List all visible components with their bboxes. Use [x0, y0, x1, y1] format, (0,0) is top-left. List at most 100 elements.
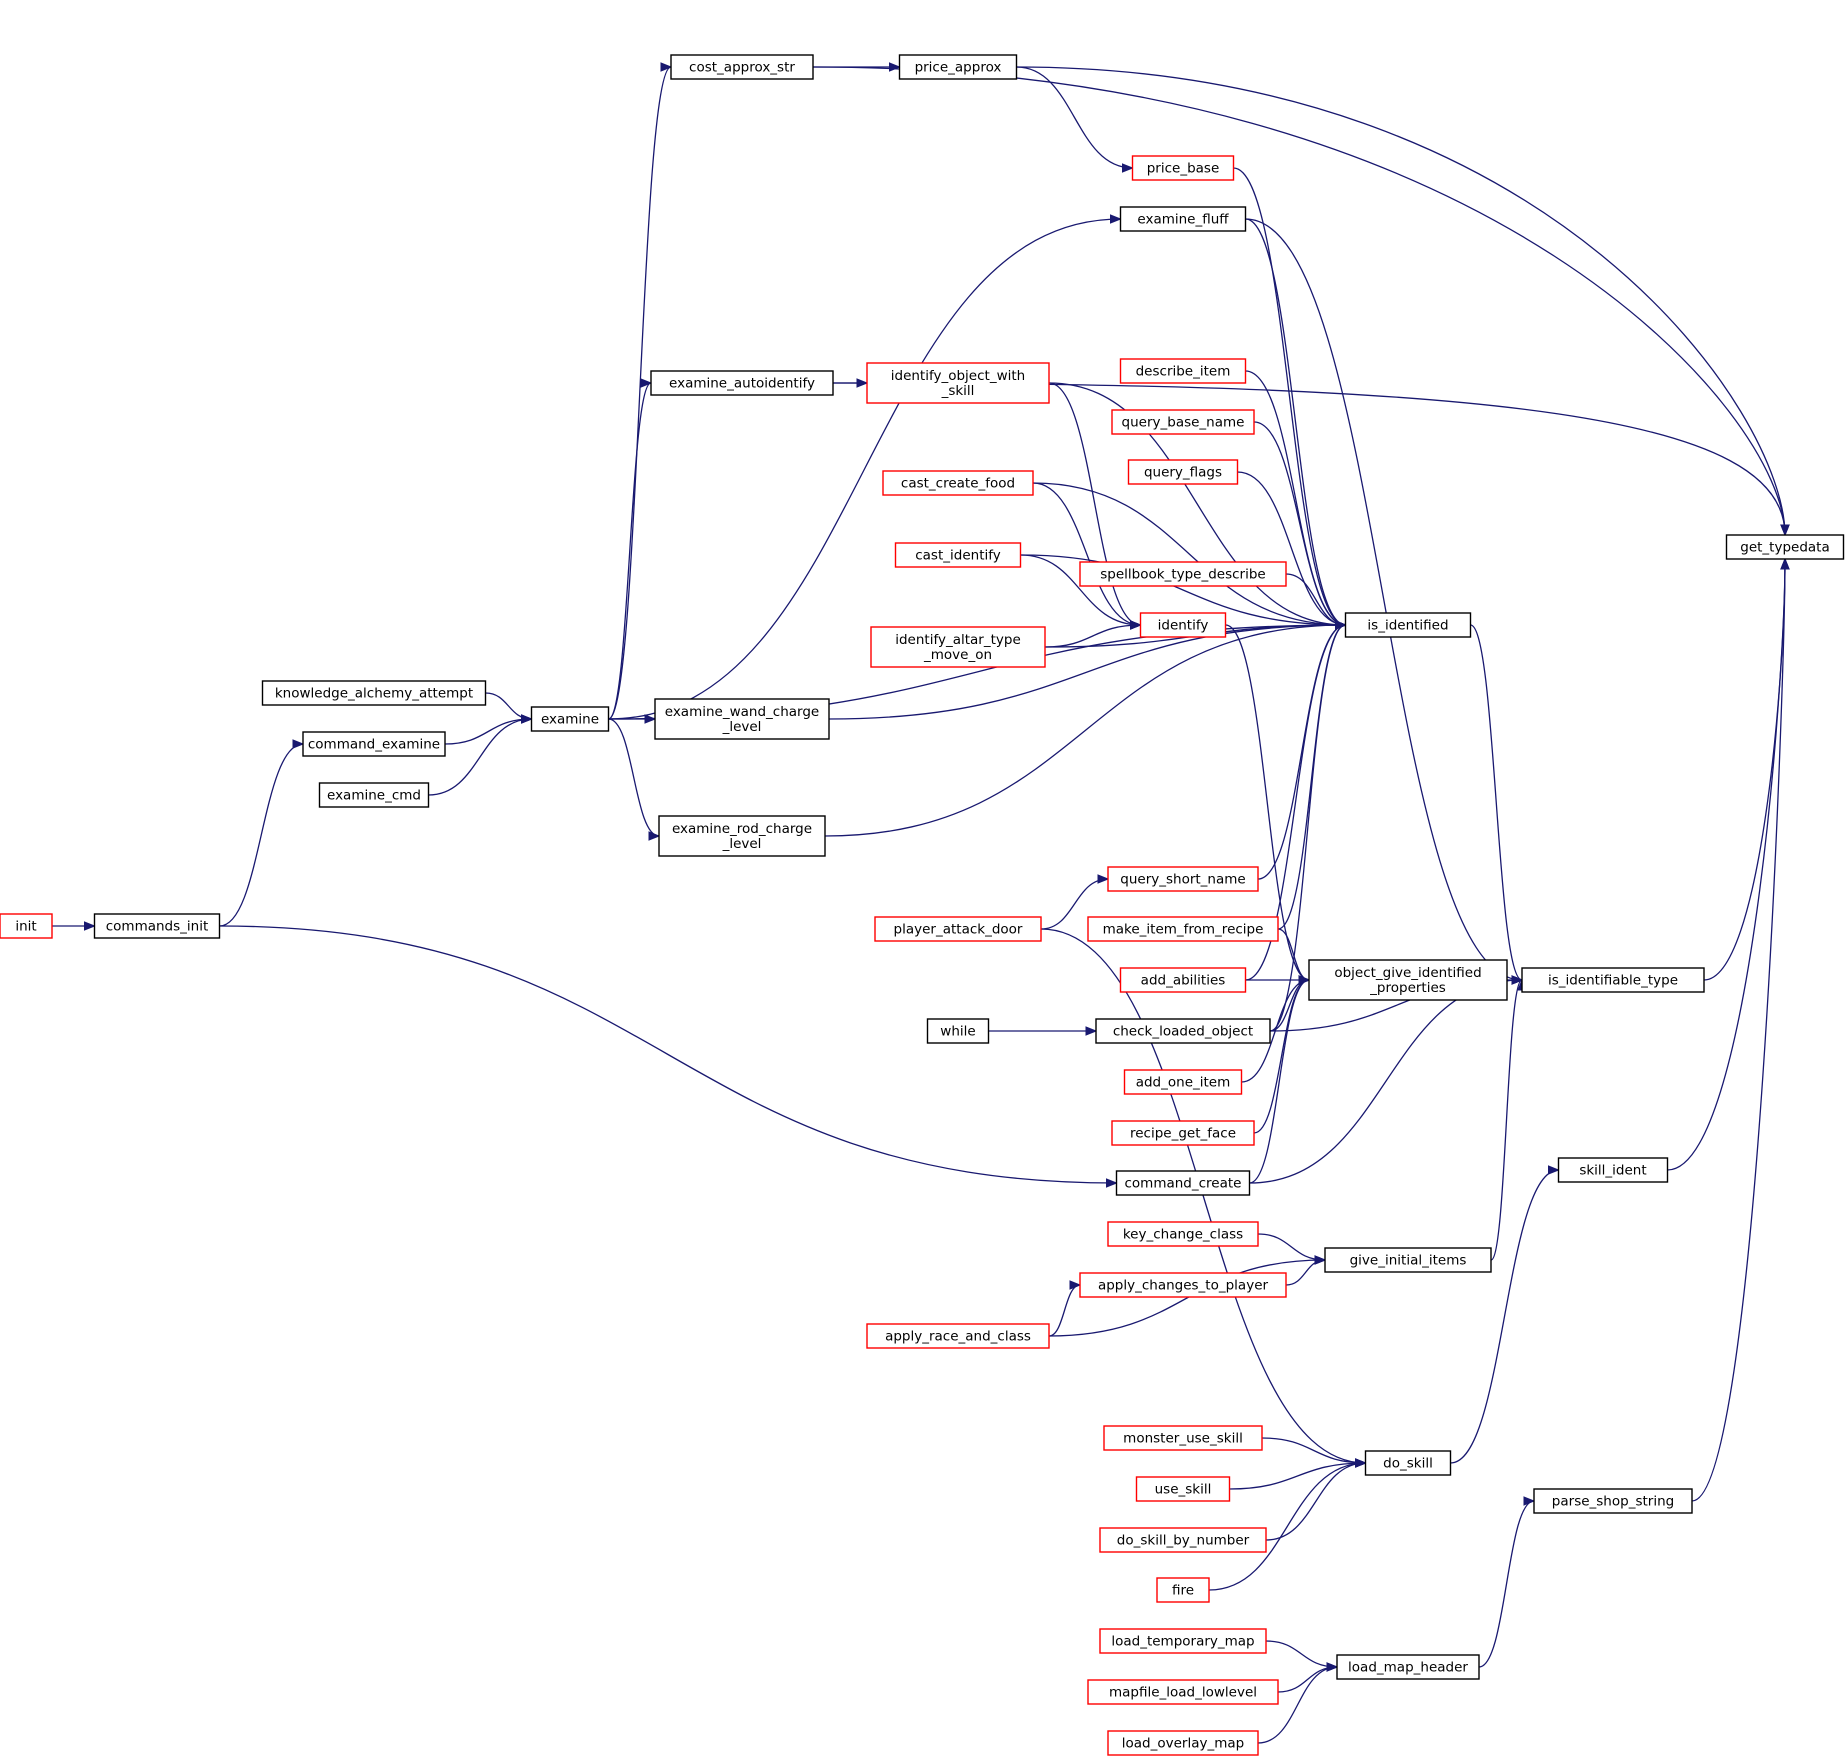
- node-load-map-header[interactable]: load_map_header: [1336, 1654, 1480, 1680]
- node-init[interactable]: init: [0, 913, 53, 939]
- node-cast-create-food[interactable]: cast_create_food: [882, 470, 1034, 496]
- edge-check_loaded_object-to-is_identified: [1269, 620, 1347, 1032]
- edge-path: [1257, 624, 1346, 880]
- node-add-abilities[interactable]: add_abilities: [1119, 967, 1247, 993]
- edge-examine_autoidentify-to-get_typedata: [832, 382, 1790, 537]
- node-query-base-name[interactable]: query_base_name: [1111, 409, 1255, 435]
- node-label: add_abilities: [1141, 973, 1226, 989]
- node-box: [1099, 1628, 1267, 1654]
- node-label: object_give_identified: [1334, 965, 1481, 981]
- node-command-examine[interactable]: command_examine: [302, 731, 446, 757]
- node-cost-approx-str[interactable]: cost_approx_str: [670, 54, 814, 80]
- node-label: identify_object_with: [891, 368, 1025, 384]
- node-box: [1107, 1221, 1259, 1247]
- edge-path: [608, 218, 1121, 720]
- node-knowledge-alchemy-attempt[interactable]: knowledge_alchemy_attempt: [261, 680, 487, 706]
- node-examine-rod-charge-level[interactable]: examine_rod_charge_level: [658, 815, 826, 857]
- node-box: [0, 913, 53, 939]
- edge-cost_approx_str-to-price_approx: [813, 62, 901, 72]
- node-do-skill[interactable]: do_skill: [1364, 1450, 1452, 1476]
- node-box: [1123, 1069, 1243, 1095]
- edge-path: [832, 382, 1786, 536]
- node-box: [93, 913, 221, 939]
- node-identify-object-with-skill[interactable]: identify_object_with_skill: [866, 362, 1050, 404]
- node-apply-changes-to-player[interactable]: apply_changes_to_player: [1079, 1272, 1287, 1298]
- node-player-attack-door[interactable]: player_attack_door: [874, 916, 1042, 942]
- node-give-initial-items[interactable]: give_initial_items: [1324, 1247, 1492, 1273]
- node-mapfile-load-lowlevel[interactable]: mapfile_load_lowlevel: [1087, 1679, 1279, 1705]
- node-examine[interactable]: examine: [530, 706, 610, 732]
- node-examine-wand-charge-level[interactable]: examine_wand_charge_level: [654, 698, 830, 740]
- node-box: [1099, 1527, 1267, 1553]
- node-load-overlay-map[interactable]: load_overlay_map: [1107, 1730, 1259, 1756]
- node-check-loaded-object[interactable]: check_loaded_object: [1095, 1018, 1271, 1044]
- node-label: apply_changes_to_player: [1098, 1278, 1269, 1294]
- edge-while-to-check_loaded_object: [988, 1026, 1098, 1036]
- edge-command_create-to-object_give_identified_properties: [1249, 975, 1311, 1184]
- node-spellbook-type-describe[interactable]: spellbook_type_describe: [1079, 561, 1287, 587]
- node-key-change-class[interactable]: key_change_class: [1107, 1221, 1259, 1247]
- node-is-identifiable-type[interactable]: is_identifiable_type: [1521, 967, 1705, 993]
- node-apply-race-and-class[interactable]: apply_race_and_class: [866, 1323, 1050, 1349]
- node-examine-autoidentify[interactable]: examine_autoidentify: [650, 370, 834, 396]
- node-add-one-item[interactable]: add_one_item: [1123, 1069, 1243, 1095]
- node-make-item-from-recipe[interactable]: make_item_from_recipe: [1087, 916, 1279, 942]
- node-label: _properties: [1369, 980, 1446, 996]
- node-get-typedata[interactable]: get_typedata: [1725, 534, 1845, 560]
- edge-path: [608, 718, 660, 837]
- node-fire[interactable]: fire: [1156, 1577, 1210, 1603]
- node-box: [1336, 1654, 1480, 1680]
- node-cast-identify[interactable]: cast_identify: [894, 542, 1022, 568]
- node-skill-ident[interactable]: skill_ident: [1557, 1157, 1669, 1183]
- node-do-skill-by-number[interactable]: do_skill_by_number: [1099, 1527, 1267, 1553]
- node-load-temporary-map[interactable]: load_temporary_map: [1099, 1628, 1267, 1654]
- node-box: [1115, 1170, 1251, 1196]
- node-box: [1119, 206, 1247, 232]
- arrowhead: [889, 62, 901, 72]
- arrowhead: [1335, 620, 1347, 630]
- node-label: init: [15, 919, 36, 935]
- node-label: _level: [722, 719, 762, 735]
- edge-make_item_from_recipe-to-is_identified: [1277, 620, 1347, 930]
- arrowhead: [1122, 163, 1134, 173]
- node-use-skill[interactable]: use_skill: [1135, 1476, 1231, 1502]
- node-label: key_change_class: [1123, 1227, 1243, 1243]
- edges-layer: [52, 62, 1790, 1744]
- edge-query_flags-to-is_identified: [1237, 471, 1347, 630]
- edge-apply_race_and_class-to-apply_changes_to_player: [1048, 1280, 1082, 1337]
- node-box: [874, 916, 1042, 942]
- node-parse-shop-string[interactable]: parse_shop_string: [1533, 1488, 1693, 1514]
- node-price-approx[interactable]: price_approx: [898, 54, 1018, 80]
- edge-examine_autoidentify-to-identify_object_with_skill: [833, 378, 869, 388]
- node-label: give_initial_items: [1350, 1253, 1467, 1269]
- node-query-flags[interactable]: query_flags: [1127, 459, 1239, 485]
- node-object-give-identified-properties[interactable]: object_give_identified_properties: [1308, 959, 1508, 1001]
- edge-is_identifiable_type-to-get_typedata: [1703, 557, 1790, 981]
- node-commands-init[interactable]: commands_init: [93, 913, 221, 939]
- node-describe-item[interactable]: describe_item: [1119, 358, 1247, 384]
- edge-path: [812, 66, 1786, 536]
- arrowhead: [84, 921, 96, 931]
- node-examine-cmd[interactable]: examine_cmd: [318, 782, 430, 808]
- node-recipe-get-face[interactable]: recipe_get_face: [1111, 1120, 1255, 1146]
- arrowhead: [648, 831, 661, 841]
- node-price-base[interactable]: price_base: [1131, 155, 1235, 181]
- node-query-short-name[interactable]: query_short_name: [1107, 866, 1259, 892]
- node-monster-use-skill[interactable]: monster_use_skill: [1103, 1425, 1263, 1451]
- node-examine-fluff[interactable]: examine_fluff: [1119, 206, 1247, 232]
- node-is-identified[interactable]: is_identified: [1344, 612, 1472, 638]
- node-command-create[interactable]: command_create: [1115, 1170, 1251, 1196]
- node-identify[interactable]: identify: [1139, 612, 1227, 638]
- node-box: [1521, 967, 1705, 993]
- edge-path: [1048, 1259, 1326, 1337]
- node-identify-altar-type-move-on[interactable]: identify_altar_type_move_on: [870, 626, 1046, 668]
- node-label: examine_fluff: [1137, 212, 1229, 228]
- edge-path: [1667, 558, 1786, 1171]
- node-label: apply_race_and_class: [885, 1329, 1031, 1345]
- arrowhead: [1298, 975, 1311, 985]
- node-label: fire: [1172, 1583, 1194, 1599]
- edge-path: [1020, 554, 1141, 626]
- node-label: load_map_header: [1348, 1660, 1468, 1676]
- node-while[interactable]: while: [926, 1018, 990, 1044]
